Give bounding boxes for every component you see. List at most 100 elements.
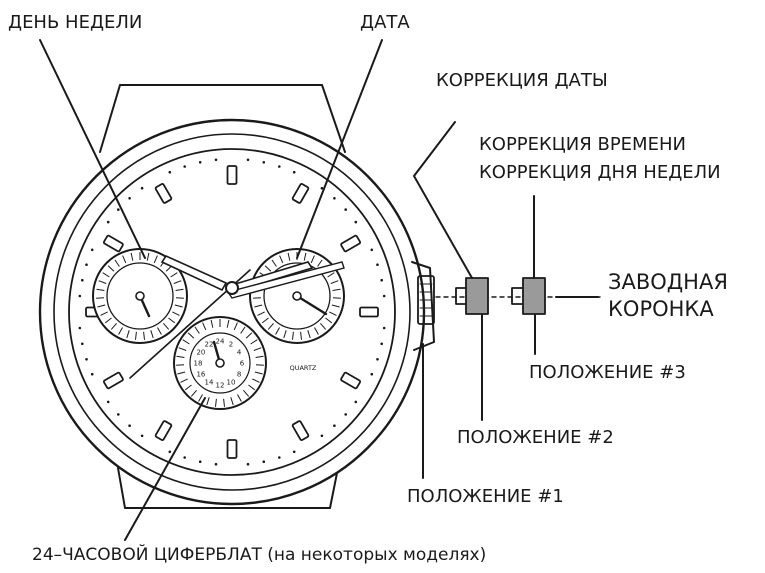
- label-time-correction: КОРРЕКЦИЯ ВРЕМЕНИ: [479, 134, 686, 155]
- crown-on-case-ridges: [419, 283, 433, 317]
- day-subdial-pin: [135, 291, 145, 301]
- minute-dot: [78, 294, 82, 298]
- subdial-tick: [130, 252, 134, 261]
- subdial-tick: [257, 311, 265, 316]
- subdial-tick: [267, 322, 274, 330]
- subdial-tick: [275, 327, 280, 335]
- minute-dot: [168, 170, 172, 174]
- minute-dot: [262, 460, 266, 464]
- minute-dot: [246, 158, 250, 162]
- minute-dot: [320, 434, 324, 438]
- subdial-tick: [331, 304, 340, 308]
- minute-dot: [320, 186, 324, 190]
- subdial-24h-number: 10: [227, 379, 236, 387]
- subdial-tick: [320, 322, 327, 330]
- subdial-tick: [202, 322, 207, 331]
- subdial-tick: [240, 326, 246, 334]
- minute-dot: [382, 326, 386, 330]
- subdial-tick: [303, 252, 307, 261]
- label-date-correction: КОРРЕКЦИЯ ДАТЫ: [436, 70, 608, 91]
- minute-dot: [354, 220, 358, 224]
- subdial-tick: [96, 288, 105, 291]
- subdial-tick: [100, 311, 108, 316]
- label-date: ДАТА: [360, 12, 410, 33]
- minute-dot: [370, 372, 374, 376]
- subdial-24h-number: 12: [216, 382, 225, 390]
- subdial-tick: [178, 347, 187, 351]
- label-position-3: ПОЛОЖЕНИЕ #3: [529, 362, 686, 383]
- subdial-tick: [279, 255, 284, 264]
- watch-case-outer: [38, 118, 426, 506]
- minute-dot: [106, 220, 110, 224]
- hour-marker: [103, 371, 124, 390]
- minute-dot: [90, 248, 94, 252]
- subdial-tick: [233, 322, 238, 331]
- subdial-tick: [182, 339, 190, 345]
- subdial-tick: [163, 322, 170, 330]
- subdial-tick: [237, 394, 242, 402]
- minute-dot: [246, 462, 250, 466]
- subdial-24h-number: 24: [216, 338, 225, 346]
- minute-dot: [344, 413, 348, 416]
- subdial-tick: [122, 255, 127, 264]
- callout-line-date: [296, 39, 383, 259]
- subdial-tick: [98, 280, 107, 284]
- minute-dot: [198, 460, 202, 464]
- label-position-2: ПОЛОЖЕНИЕ #2: [457, 427, 614, 448]
- subdial-tick: [107, 265, 115, 272]
- subdial-tick: [252, 378, 260, 383]
- subdial-tick: [210, 319, 214, 328]
- subdial-tick: [104, 317, 112, 324]
- subdial-tick: [330, 280, 339, 284]
- minute-dot: [140, 434, 144, 438]
- subdial-tick: [118, 327, 123, 335]
- minute-dot: [106, 400, 110, 404]
- hour-marker: [154, 183, 173, 204]
- subdial-tick: [157, 327, 162, 335]
- minute-dot: [292, 450, 296, 454]
- hour-marker: [103, 234, 124, 253]
- minute-dot: [333, 197, 336, 200]
- 24h-subdial-pin: [215, 358, 225, 368]
- minute-dot: [183, 456, 186, 459]
- label-weekday-correction: КОРРЕКЦИЯ ДНЯ НЕДЕЛИ: [479, 162, 721, 183]
- subdial-tick: [198, 394, 203, 402]
- subdial-tick: [168, 317, 176, 324]
- label-day-of-week: ДЕНЬ НЕДЕЛИ: [8, 12, 142, 33]
- subdial-tick: [184, 384, 192, 391]
- hour-marker: [340, 234, 361, 253]
- subdial-ticks: [96, 252, 341, 407]
- subdial-tick: [300, 331, 302, 340]
- minute-dot: [370, 248, 374, 252]
- subdial-tick: [143, 331, 145, 340]
- hour-marker: [226, 439, 238, 459]
- subdial-tick: [254, 371, 263, 375]
- hour-marker: [340, 371, 361, 390]
- center-pin: [225, 281, 239, 295]
- minute-dots: [78, 158, 386, 466]
- subdial-24h-number: 18: [194, 360, 203, 368]
- hour-markers: [85, 165, 379, 459]
- subdial-tick: [230, 397, 234, 406]
- subdial-tick: [187, 332, 195, 339]
- minute-dot: [376, 263, 379, 267]
- minute-dot: [81, 342, 84, 346]
- label-position-1: ПОЛОЖЕНИЕ #1: [407, 486, 564, 507]
- subdial-tick: [180, 378, 188, 383]
- minute-dot: [198, 161, 202, 164]
- minute-dot: [140, 186, 144, 190]
- watch-top-lug: [99, 84, 346, 153]
- subdial-24h-number: 16: [196, 371, 205, 379]
- minute-dot: [128, 197, 131, 200]
- minute-dot: [85, 263, 88, 267]
- minute-dot: [382, 294, 386, 298]
- subdial-tick: [255, 355, 264, 358]
- subdial-tick: [287, 252, 291, 261]
- subdial-tick: [97, 304, 106, 308]
- subdial-tick: [173, 280, 182, 284]
- subdial-tick: [292, 331, 294, 340]
- subdial-tick: [325, 317, 333, 324]
- minute-dot: [78, 326, 82, 330]
- subdial-tick: [261, 317, 269, 324]
